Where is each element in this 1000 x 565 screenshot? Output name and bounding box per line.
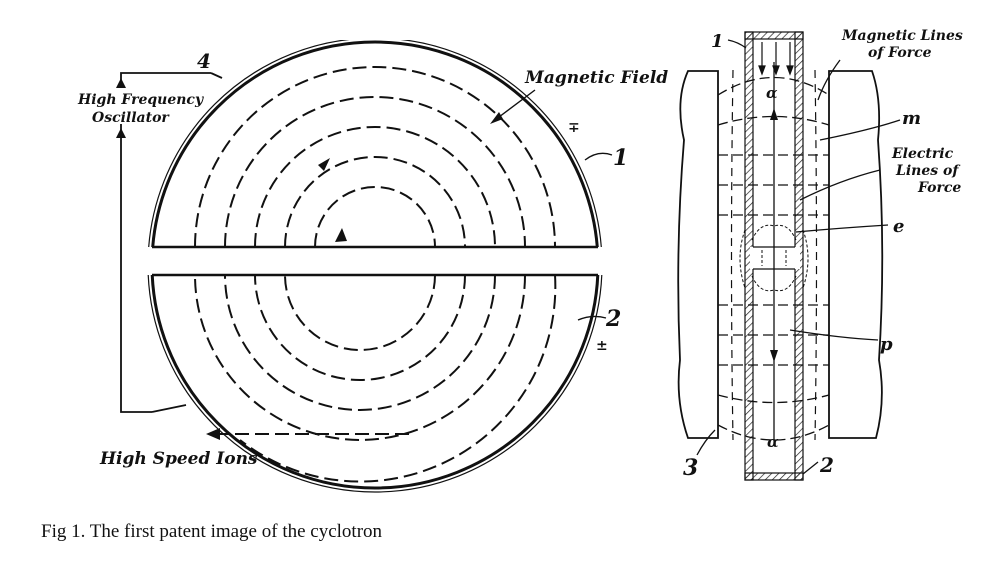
dee-chamber <box>744 31 804 481</box>
ref-p-label: p <box>880 334 893 355</box>
dees-top-view: High Frequency Oscillator 4 Magnetic Fie… <box>77 40 668 493</box>
sign-lower-label: ± <box>596 338 608 354</box>
ion-direction-arrow <box>335 228 347 242</box>
ref-2-label: 2 <box>605 306 621 332</box>
wire-arrow <box>116 78 126 88</box>
electric-lines-label-line2: Lines of <box>895 163 961 179</box>
oscillator-label-line2: Oscillator <box>92 110 170 126</box>
incoming-field-arrows <box>758 42 794 76</box>
ref-2-leader <box>577 315 607 321</box>
magnetic-lines-label-line2: of Force <box>868 45 932 61</box>
sign-upper-label: ∓ <box>568 120 580 136</box>
ref-3-label: 3 <box>683 455 698 481</box>
electric-lines-label-line1: Electric <box>891 146 954 162</box>
magnetic-field-leader <box>494 89 536 121</box>
magnetic-field-label: Magnetic Field <box>524 68 668 88</box>
wire-arrow <box>116 128 126 138</box>
ref-m-label: m <box>902 108 921 129</box>
alpha-top-label: α <box>766 84 778 102</box>
upper-dee <box>148 40 602 247</box>
oscillator-label-line1: High Frequency <box>77 92 204 108</box>
high-speed-ions-label: High Speed Ions <box>99 449 258 469</box>
ref-1-section-label: 1 <box>711 31 724 52</box>
magnet-pole-left <box>677 70 719 439</box>
ref-e-label: e <box>893 216 904 237</box>
ion-direction-arrow <box>318 158 330 171</box>
cross-section-leaders <box>696 39 901 475</box>
magnet-pole-right <box>828 70 884 439</box>
figure-caption: Fig 1. The first patent image of the cyc… <box>41 521 383 542</box>
ref-1-leader <box>584 152 613 161</box>
ref-4-label: 4 <box>197 49 211 73</box>
electric-lines-label-line3: Force <box>917 180 961 196</box>
lower-dee <box>147 275 603 493</box>
ref-2-section-label: 2 <box>819 453 834 477</box>
cross-section-view: 1 Magnetic Lines of Force m Electric Lin… <box>677 28 963 481</box>
ion-exit-arrow <box>206 428 220 440</box>
ref-1-label: 1 <box>613 145 628 171</box>
alpha-bottom-label: α <box>767 433 779 451</box>
field-fringe-lines <box>730 69 818 441</box>
magnetic-lines-label-line1: Magnetic Lines <box>841 28 963 44</box>
magnetic-lines-of-force <box>717 76 830 441</box>
ion-spiral-path <box>194 66 557 483</box>
